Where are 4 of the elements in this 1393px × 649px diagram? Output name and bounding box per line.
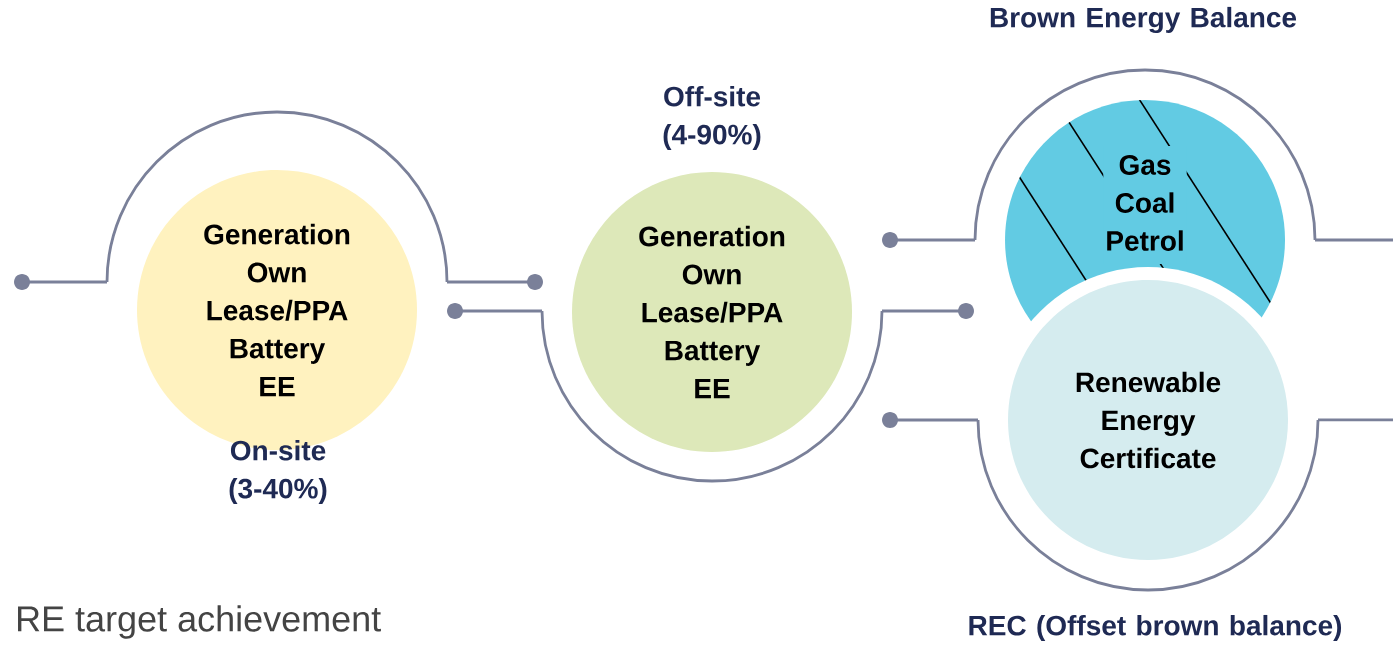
circle-title: Off-site (4-90%) — [663, 85, 761, 151]
circle-title: Brown Energy Balance — [990, 6, 1297, 34]
circle-title: REC (Offset brown balance) — [969, 614, 1342, 642]
caption-text: RE target achievement — [18, 605, 381, 639]
